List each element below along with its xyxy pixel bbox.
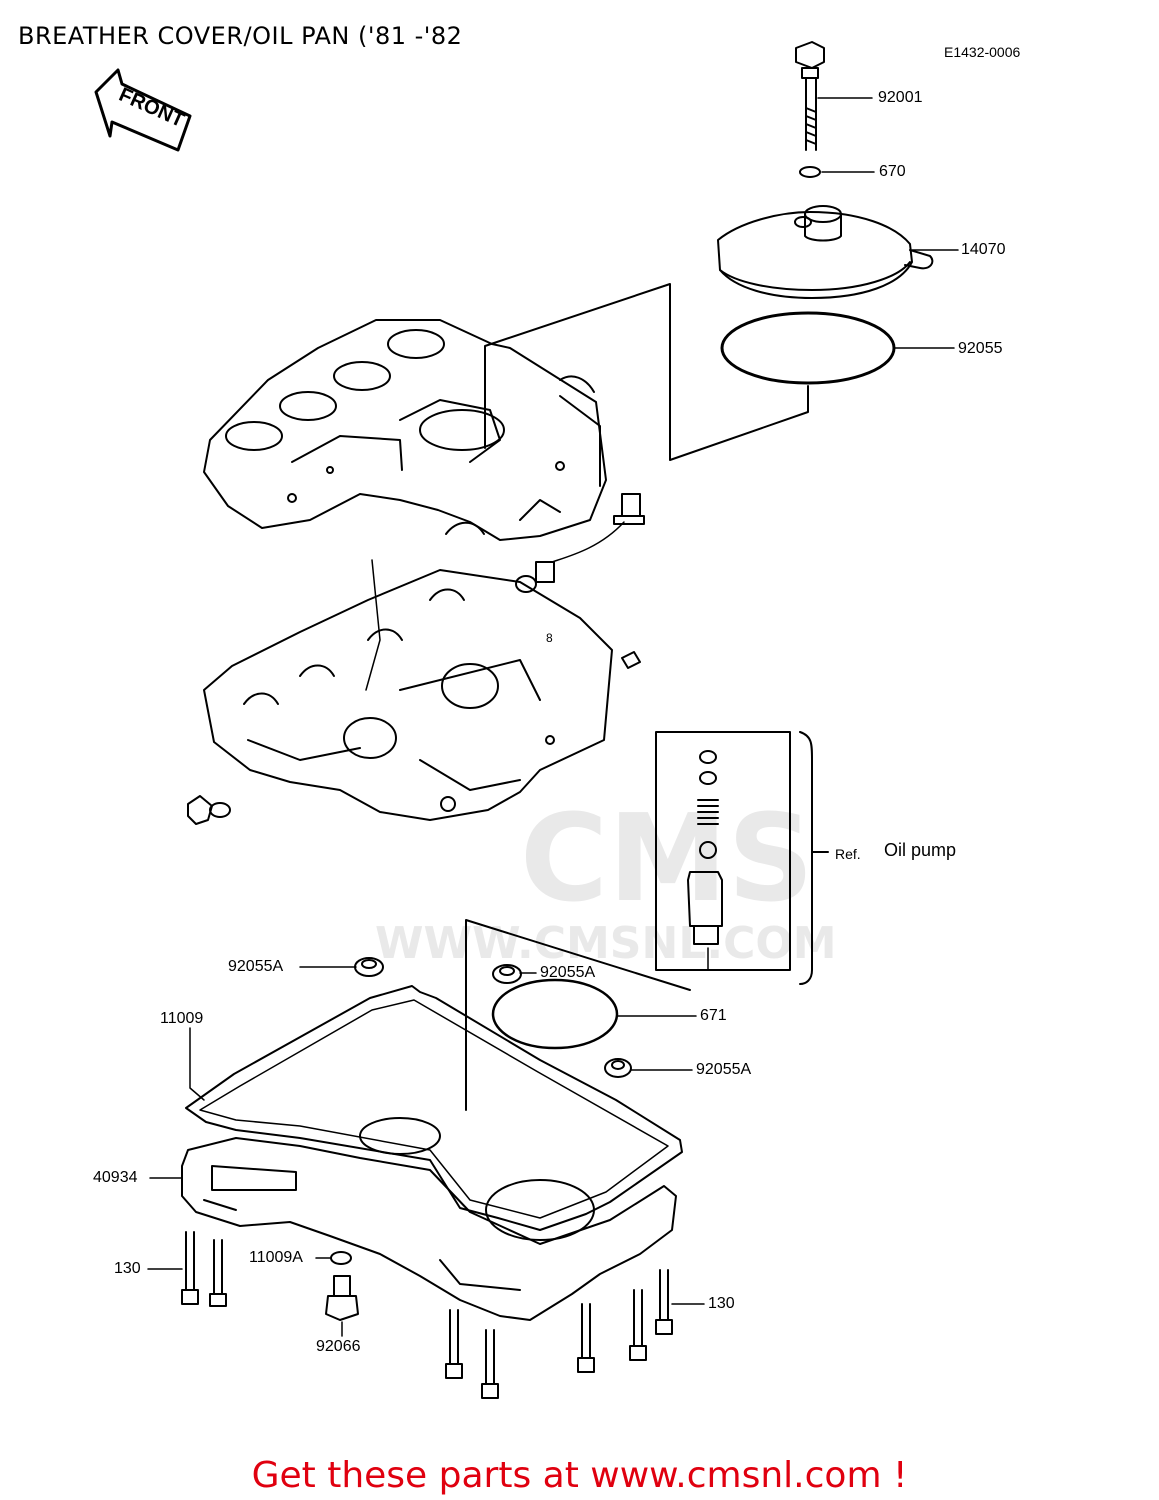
label-670[interactable]: 670	[879, 163, 906, 180]
drain-plug-92066-icon	[325, 1275, 359, 1321]
upper-crankcase-icon	[203, 319, 607, 541]
label-11009a[interactable]: 11009A	[249, 1249, 303, 1266]
lower-crankcase-icon	[203, 559, 613, 821]
breather-cover-14070-icon	[717, 205, 934, 299]
svg-text:8: 8	[546, 631, 553, 645]
footer-link[interactable]: Get these parts at www.cmsnl.com !	[251, 1455, 908, 1496]
seal-92055a-mid-icon	[492, 964, 522, 984]
label-oil-pump[interactable]: Oil pump	[884, 840, 957, 860]
assembly-line-cover	[484, 283, 809, 461]
o-ring-671-icon	[491, 978, 619, 1050]
label-92055a-mid[interactable]: 92055A	[540, 964, 596, 981]
label-92055a-right[interactable]: 92055A	[696, 1061, 752, 1078]
o-ring-92055-icon	[720, 311, 896, 385]
label-92055[interactable]: 92055	[958, 340, 1003, 357]
label-92001[interactable]: 92001	[878, 89, 923, 106]
relief-valve-group-icon	[655, 731, 829, 985]
label-92055a-left[interactable]: 92055A	[228, 958, 284, 975]
label-14070[interactable]: 14070	[961, 241, 1006, 258]
bolts-130-right-icon	[445, 1269, 673, 1399]
washer-11009a-icon	[330, 1251, 352, 1265]
front-arrow-label: FRONT	[116, 84, 188, 132]
seal-92055a-right-icon	[604, 1058, 632, 1078]
label-130-left[interactable]: 130	[114, 1260, 141, 1277]
oil-pan-40934-icon	[181, 1117, 677, 1321]
drain-plug-upper-icon	[621, 651, 641, 669]
washer-670-icon	[799, 166, 821, 178]
watermark-url: WWW.CMSNL.COM	[375, 918, 837, 969]
label-11009[interactable]: 11009	[160, 1010, 204, 1027]
watermark-logo: CMS	[520, 790, 814, 929]
label-ref: Ref.	[835, 846, 861, 862]
seal-92055a-left-icon	[354, 957, 384, 977]
front-arrow-icon: FRONT	[94, 68, 192, 152]
leader-lines	[147, 97, 959, 1337]
diagram-code: E1432-0006	[944, 44, 1021, 60]
drain-plug-side-icon	[187, 795, 231, 825]
gasket-11009-icon	[185, 985, 683, 1231]
label-92066[interactable]: 92066	[316, 1338, 361, 1355]
union-fitting-icon	[515, 561, 555, 593]
page-title: BREATHER COVER/OIL PAN ('81 -'82	[18, 22, 463, 50]
bolts-130-left-icon	[181, 1231, 227, 1307]
oil-pressure-switch-icon	[613, 493, 645, 525]
label-130-right[interactable]: 130	[708, 1295, 735, 1312]
bolt-92001-icon	[795, 41, 825, 151]
label-671[interactable]: 671	[700, 1007, 727, 1024]
label-40934[interactable]: 40934	[93, 1169, 138, 1186]
